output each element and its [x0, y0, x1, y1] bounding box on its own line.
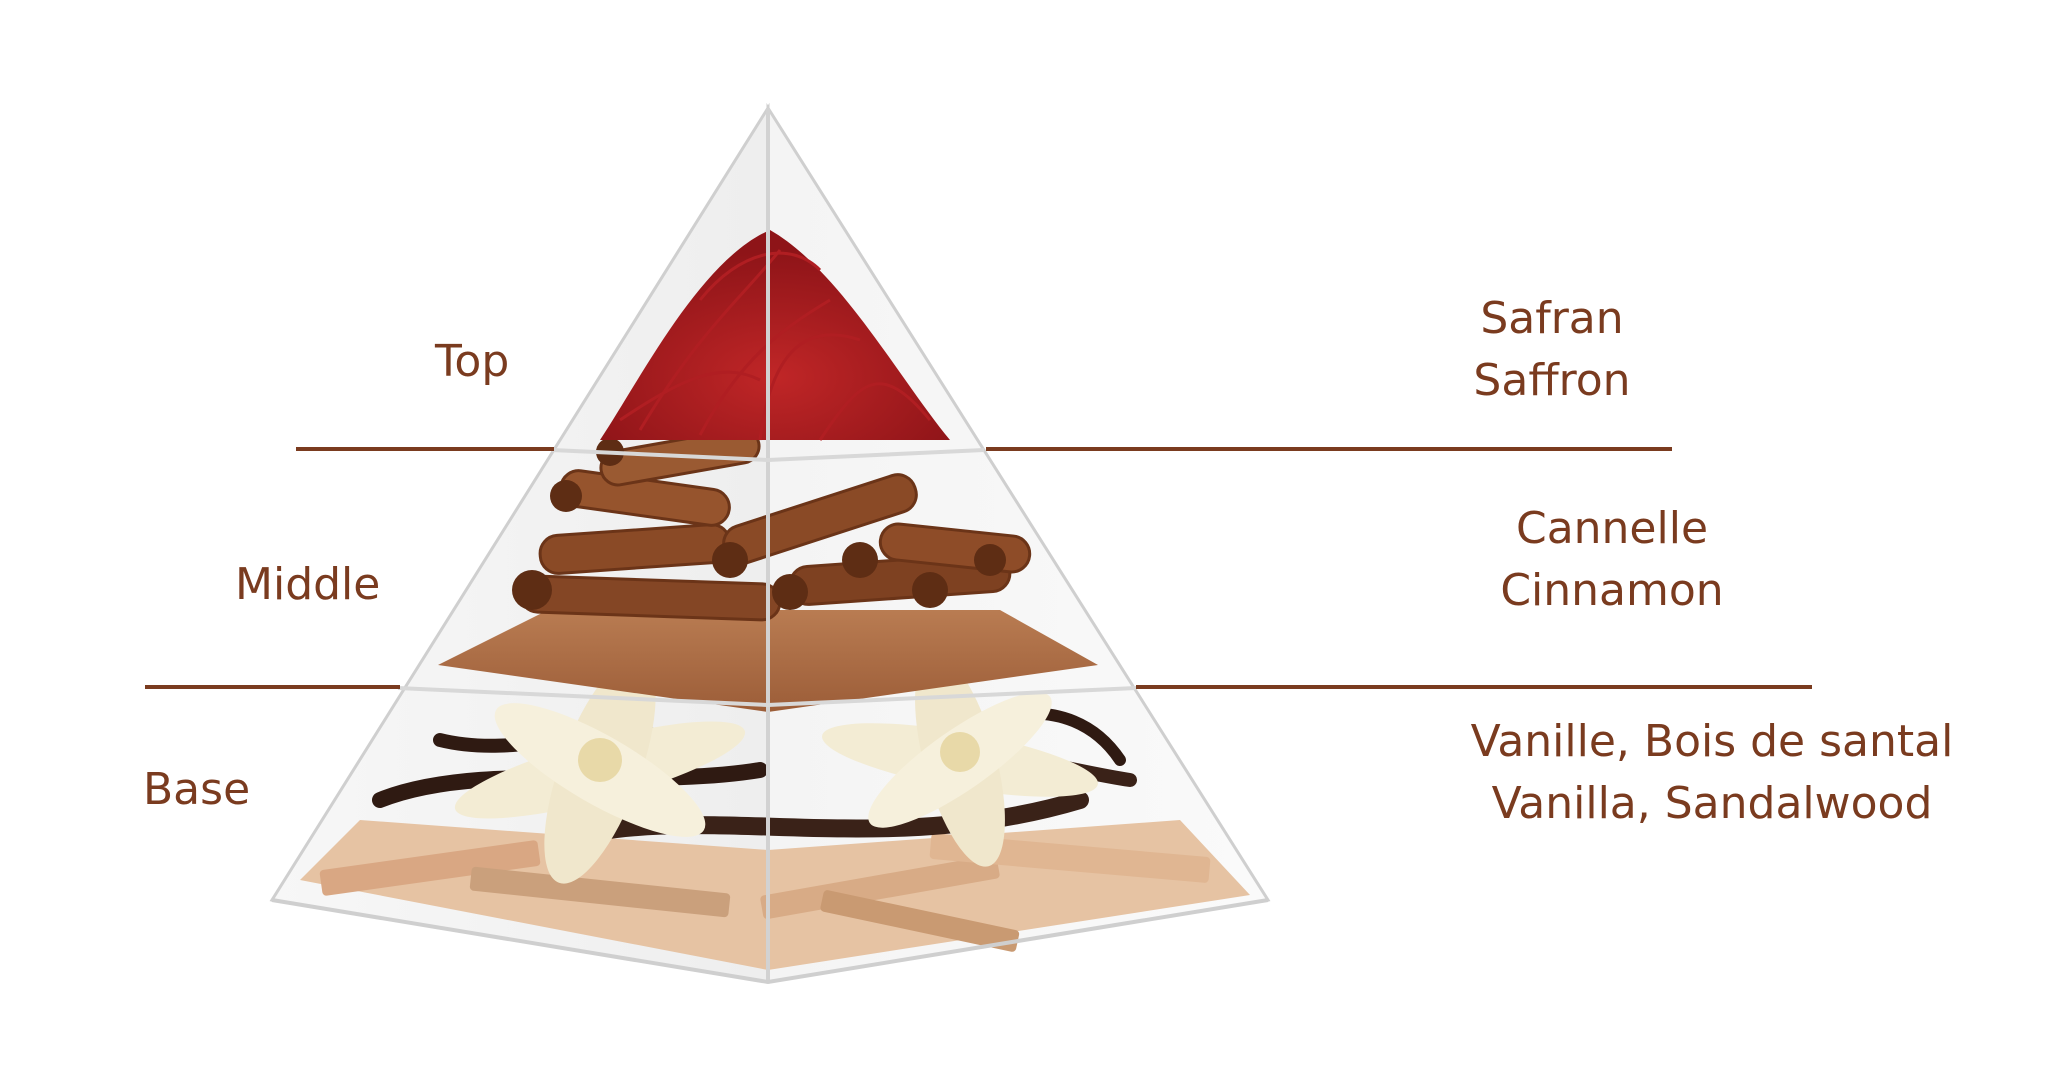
base-layer-art	[300, 653, 1250, 970]
middle-notes: Cannelle Cinnamon	[1412, 498, 1812, 622]
vanilla-flower-right	[822, 653, 1098, 867]
base-tier-label: Base	[143, 764, 251, 815]
top-note-en: Saffron	[1473, 355, 1631, 406]
top-middle-divider-left	[296, 447, 554, 451]
middle-base-divider-right	[1136, 685, 1812, 689]
base-note-fr: Vanille, Bois de santal	[1470, 716, 1954, 767]
middle-tier-label: Middle	[235, 559, 381, 610]
middle-note-en: Cinnamon	[1500, 565, 1724, 616]
top-note-fr: Safran	[1480, 293, 1624, 344]
top-middle-divider-right	[986, 447, 1672, 451]
middle-base-divider-left	[145, 685, 400, 689]
middle-note-fr: Cannelle	[1515, 503, 1709, 554]
vanilla-flower-left	[454, 656, 746, 884]
base-notes: Vanille, Bois de santal Vanilla, Sandalw…	[1412, 711, 2012, 835]
top-layer-art	[600, 230, 950, 441]
base-note-en: Vanilla, Sandalwood	[1491, 778, 1933, 829]
top-tier-label: Top	[435, 336, 510, 387]
top-notes: Safran Saffron	[1382, 288, 1722, 412]
